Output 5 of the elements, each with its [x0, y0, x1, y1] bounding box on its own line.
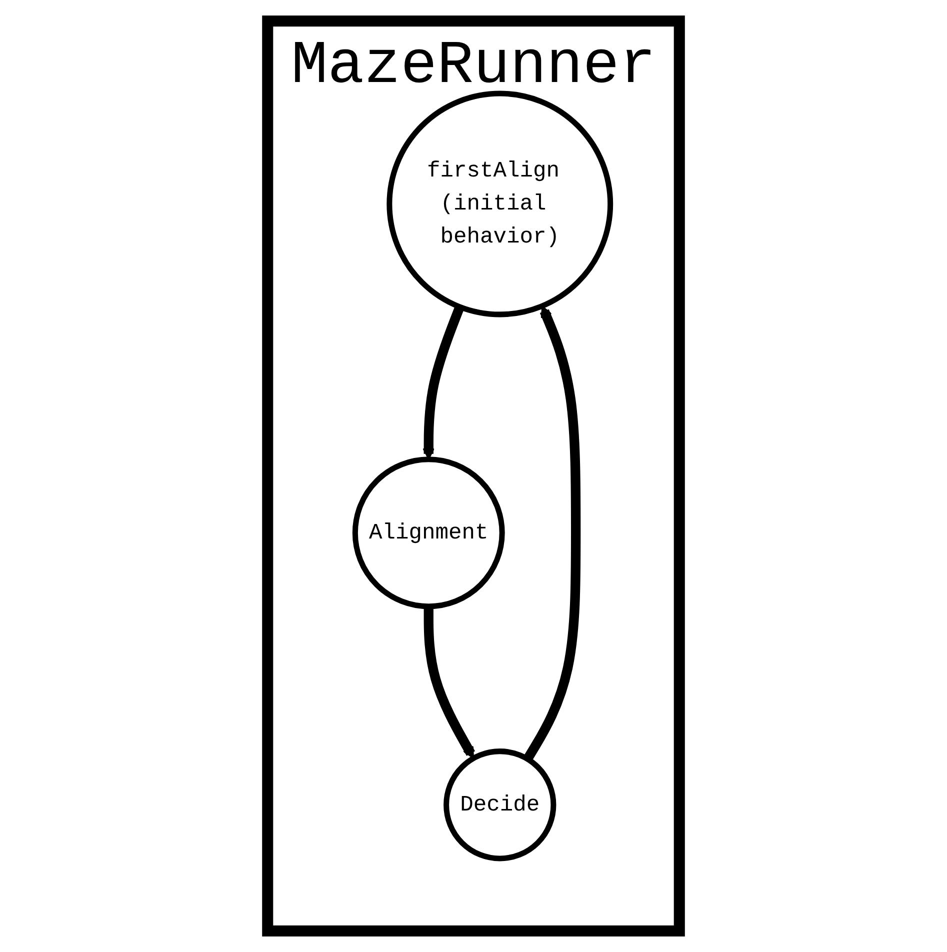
- arrow: [424, 606, 475, 759]
- node-circle: Decide: [444, 748, 556, 862]
- node-circle: Alignment: [352, 456, 505, 610]
- arrow: [523, 305, 581, 762]
- node-circle: firstAlign (initial behavior): [386, 90, 614, 318]
